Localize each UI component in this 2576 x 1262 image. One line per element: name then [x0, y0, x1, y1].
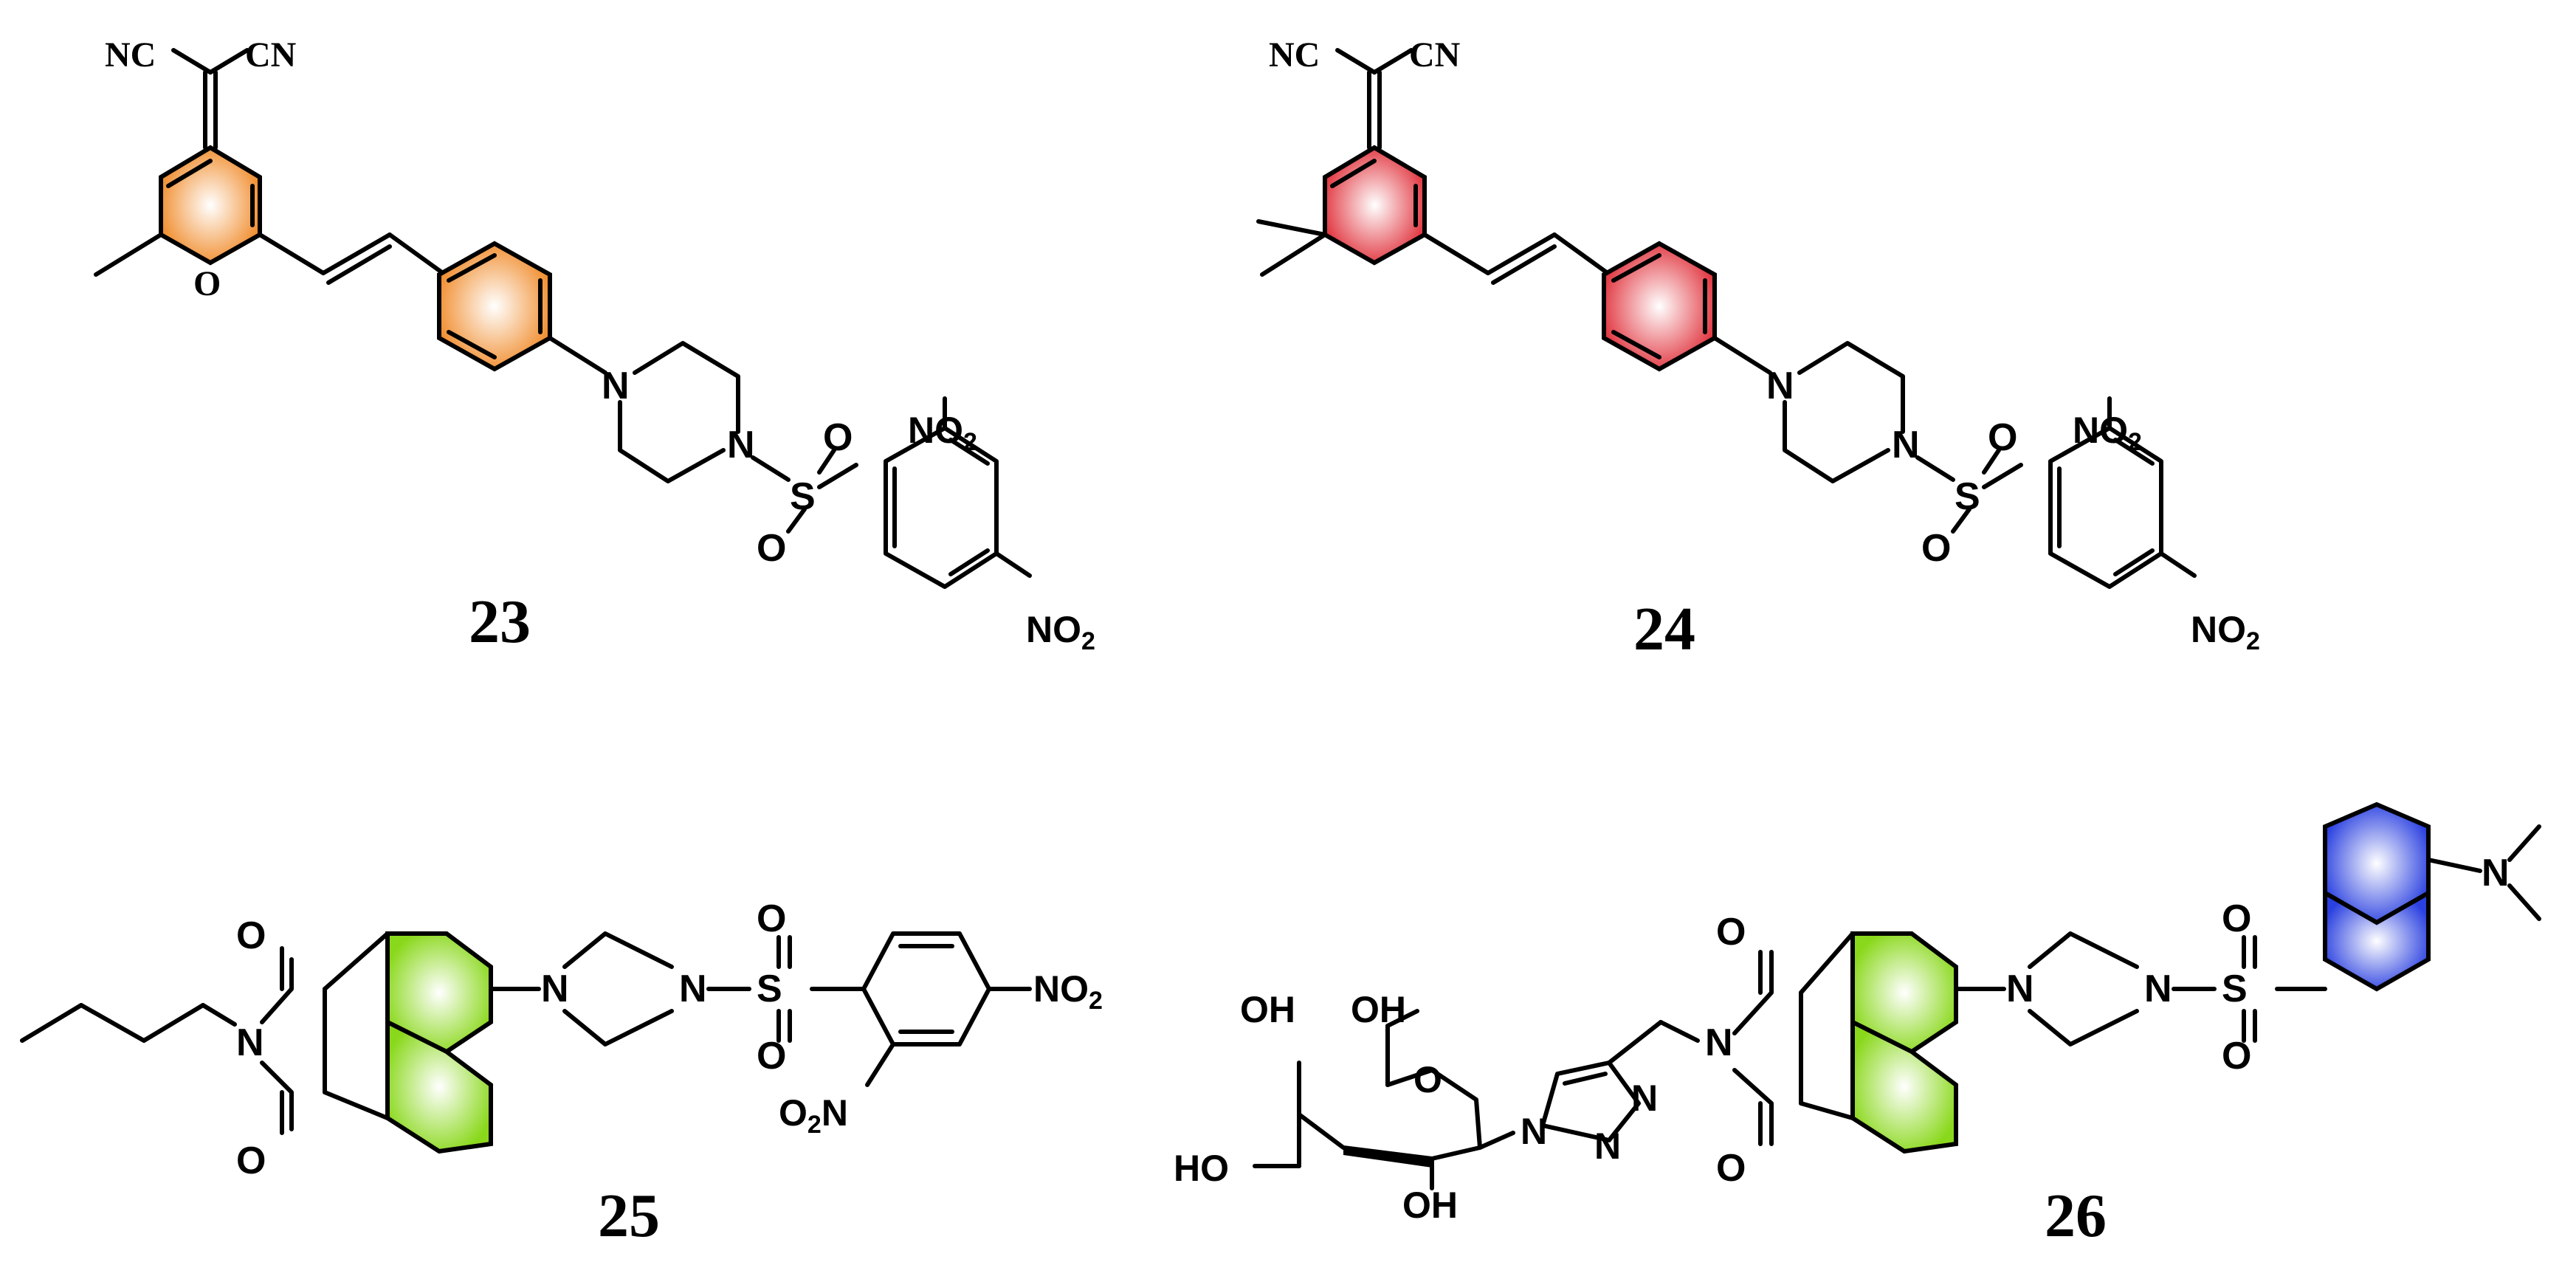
nitro-label-2: O2N — [779, 1092, 848, 1139]
imide-o1-label: O — [1716, 911, 1746, 954]
triazole-n2-label: N — [1594, 1125, 1621, 1167]
compound-24: NC CN N N S O O NO2 NO2 24 — [1256, 35, 2260, 663]
compound-number-23: 23 — [469, 587, 531, 656]
cyclohexene-ring — [1323, 145, 1427, 266]
sulfur-label: S — [757, 968, 782, 1010]
sulfonyl-o2-label: O — [757, 527, 786, 570]
imide-o2-label: O — [236, 1139, 266, 1182]
piperazine-n2-label: N — [679, 968, 707, 1010]
sulfonyl-o2-label: O — [1921, 527, 1951, 570]
hydroxyl-label-2: OH — [1351, 989, 1406, 1030]
compound-25: N O O N N S O O NO2 O2N 25 — [20, 897, 1103, 1250]
cn-label: CN — [1409, 35, 1461, 75]
imide-o1-label: O — [236, 914, 266, 957]
compound-number-24: 24 — [1633, 595, 1695, 663]
piperazine-n2-label: N — [1892, 424, 1920, 466]
nitro-label-1: NO2 — [2073, 410, 2142, 456]
dansyl-ring-b — [2323, 889, 2431, 992]
sulfur-label: S — [1955, 475, 1980, 518]
sulfonyl-o2-label: O — [757, 1035, 786, 1077]
compound-number-26: 26 — [2045, 1182, 2107, 1250]
nc-label: NC — [1269, 35, 1320, 75]
hydroxyl-label-4: OH — [1402, 1185, 1458, 1226]
dimethylamino-n-label: N — [2482, 852, 2510, 894]
compound-number-25: 25 — [598, 1182, 660, 1250]
ring-oxygen-label: O — [193, 264, 221, 303]
cn-label: CN — [245, 35, 297, 75]
sulfur-label: S — [2222, 968, 2248, 1010]
sulfur-label: S — [790, 475, 816, 518]
triazole-n3-label: N — [1631, 1077, 1658, 1119]
sulfonyl-o1-label: O — [757, 897, 786, 940]
sulfonyl-o2-label: O — [2222, 1035, 2251, 1077]
nitro-label-2: NO2 — [1026, 609, 1095, 655]
sulfonyl-o1-label: O — [1988, 416, 2017, 459]
compound-26: OH OH HO OH O N N N N O O N N S O O N 26 — [1174, 801, 2541, 1250]
ring-oxygen-label: O — [1413, 1059, 1442, 1100]
compound-23: NC CN O N N S O O NO2 NO2 23 — [94, 35, 1095, 656]
pyran-ring — [159, 145, 262, 266]
sulfonyl-o1-label: O — [823, 416, 853, 459]
imide-n-label: N — [236, 1021, 264, 1064]
piperazine-n1-label: N — [2006, 968, 2034, 1010]
phenyl-ring — [437, 241, 552, 372]
hydroxyl-label-3: HO — [1174, 1148, 1229, 1189]
imide-o2-label: O — [1716, 1147, 1746, 1190]
imide-n-label: N — [1705, 1021, 1733, 1064]
piperazine-n1-label: N — [541, 968, 569, 1010]
nitro-label-1: NO2 — [908, 410, 977, 456]
wedge-bond — [1343, 1148, 1432, 1168]
nitro-label-1: NO2 — [1033, 968, 1103, 1015]
nc-label: NC — [105, 35, 156, 75]
piperazine-n1-label: N — [1766, 365, 1794, 407]
nitro-label-2: NO2 — [2191, 609, 2260, 655]
sulfonyl-o1-label: O — [2222, 897, 2251, 940]
piperazine-n2-label: N — [2144, 968, 2172, 1010]
piperazine-n2-label: N — [727, 424, 755, 466]
hydroxyl-label-1: OH — [1240, 989, 1295, 1030]
triazole-n1-label: N — [1521, 1111, 1547, 1152]
phenyl-ring — [1602, 241, 1717, 372]
piperazine-n1-label: N — [602, 365, 630, 407]
